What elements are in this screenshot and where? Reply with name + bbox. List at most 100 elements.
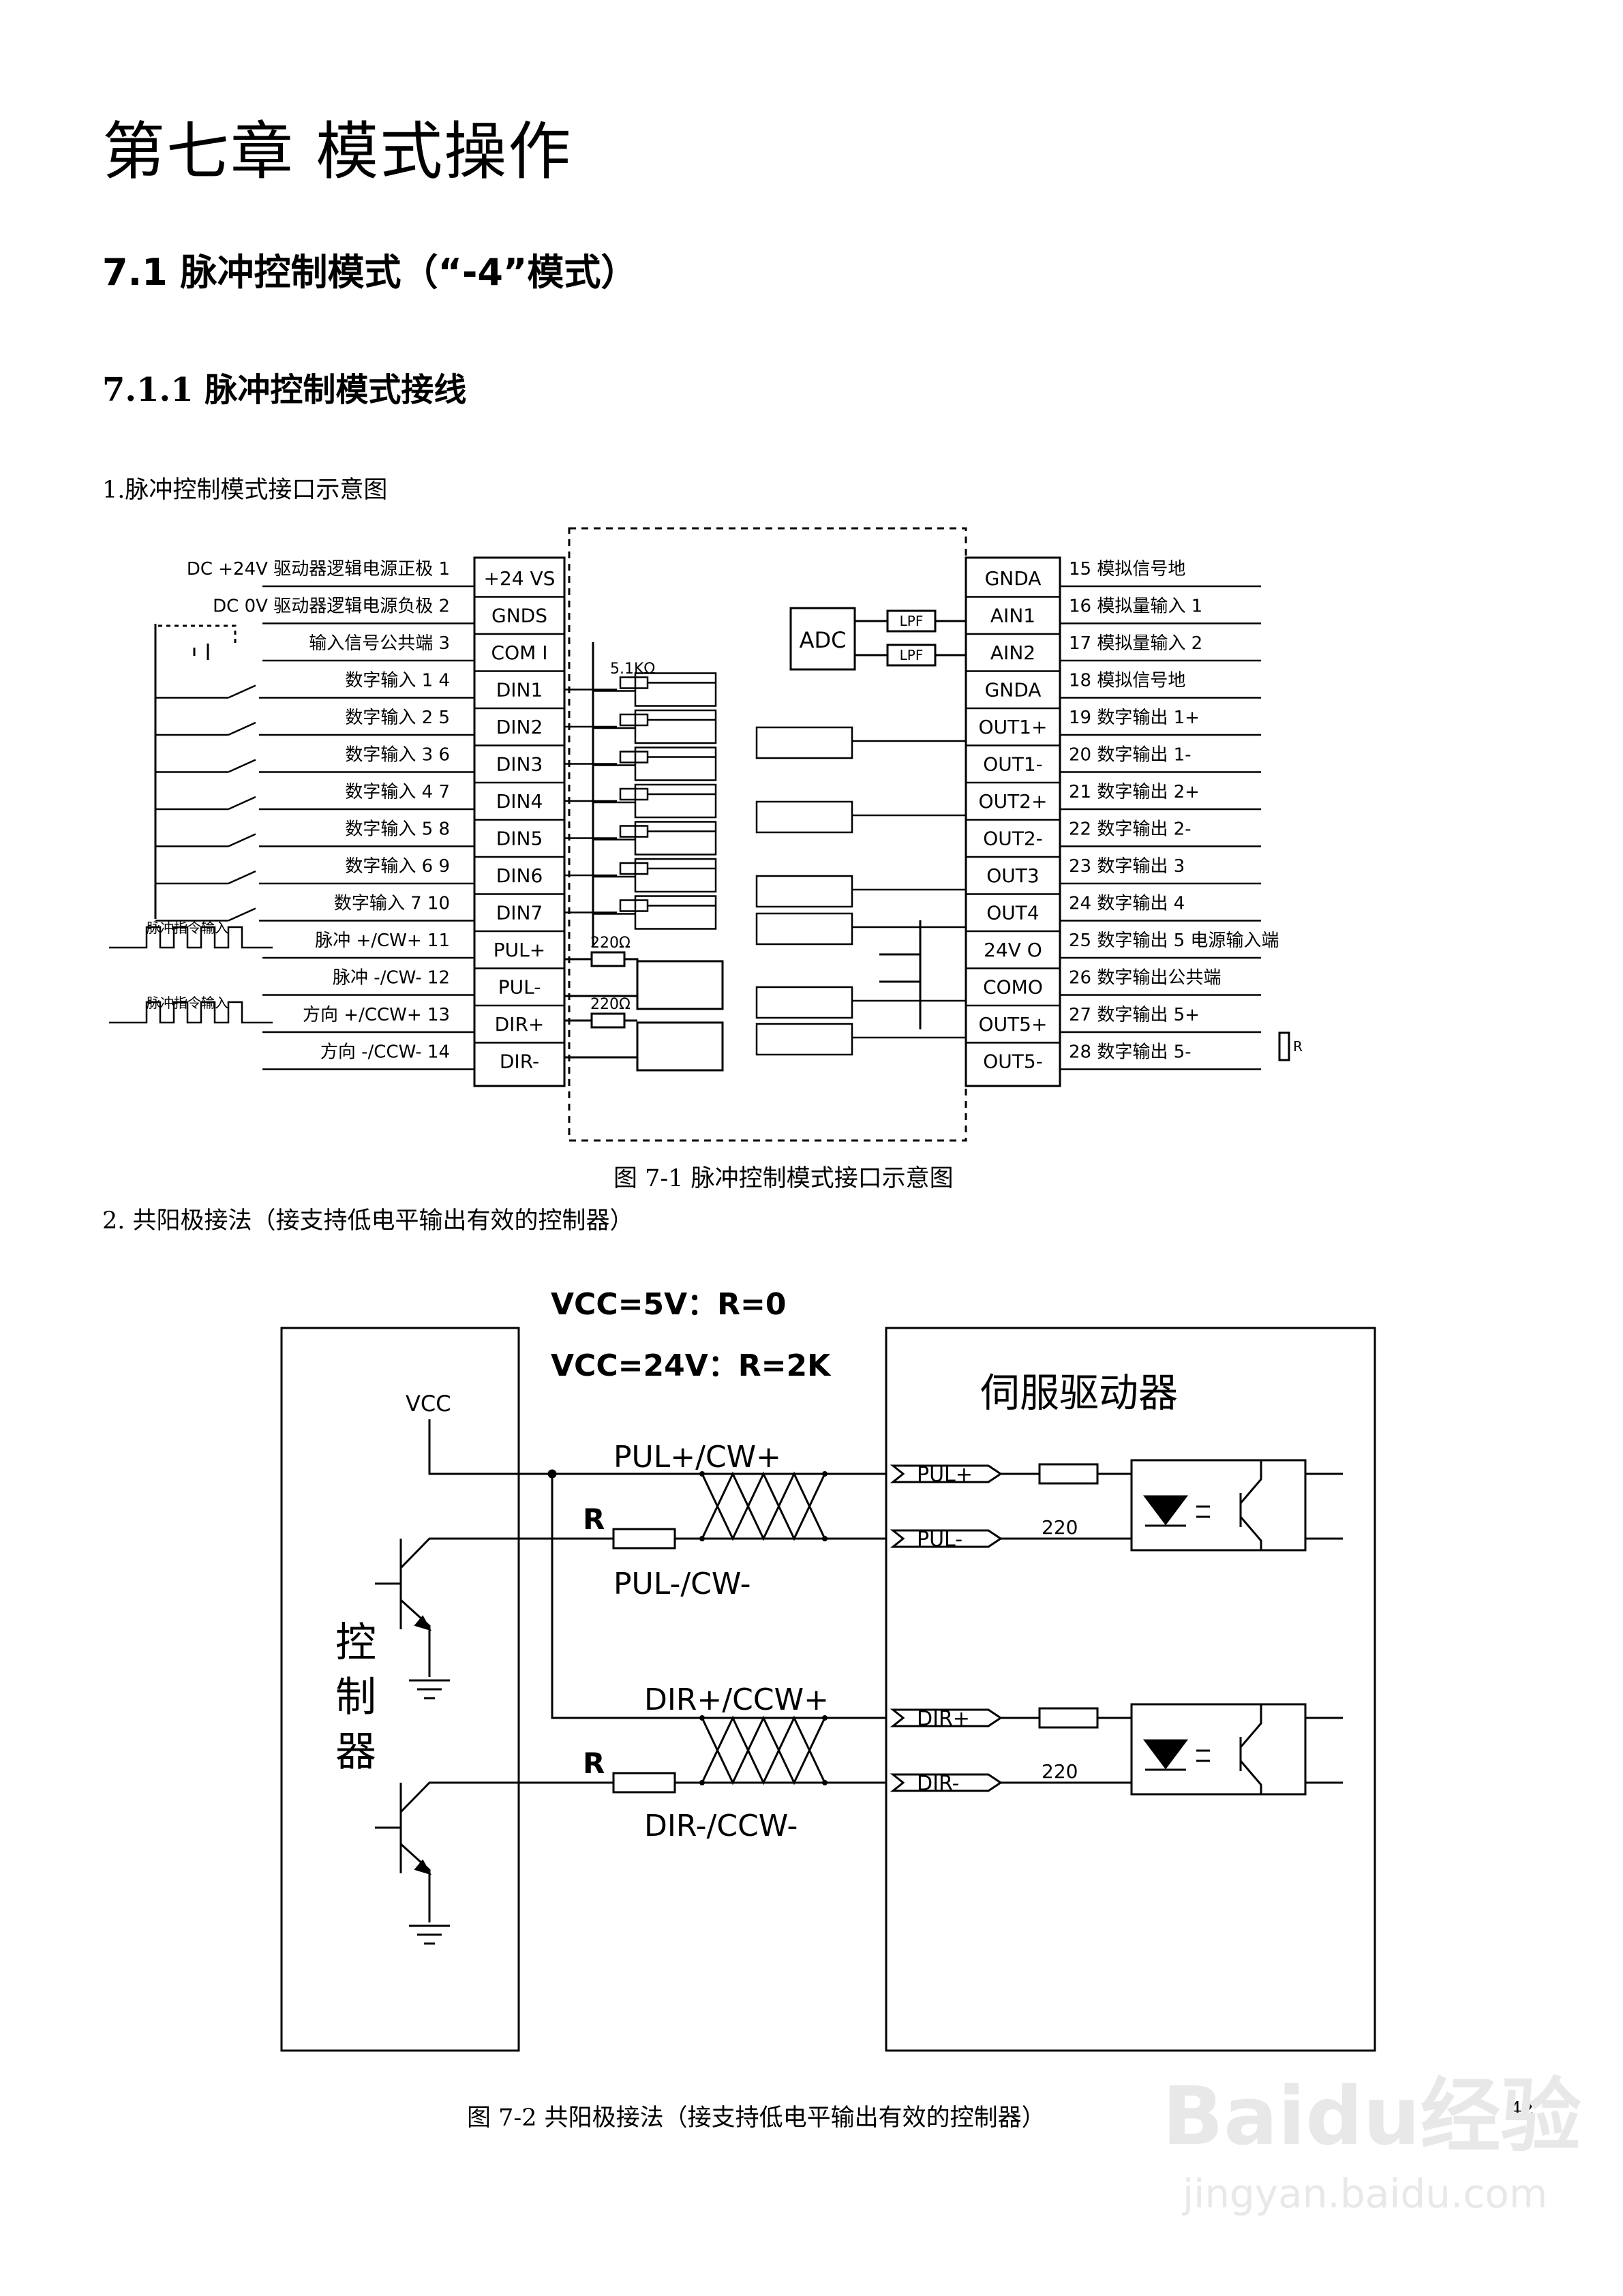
right-terminal-signal: AIN2 bbox=[990, 641, 1035, 664]
input-switch bbox=[155, 796, 262, 811]
left-terminal-signal: DIN4 bbox=[496, 790, 543, 813]
left-terminal-signal: COM I bbox=[491, 641, 548, 664]
output-optocoupler bbox=[755, 986, 853, 1019]
watermark-brand: Baidu经验 bbox=[1162, 2069, 1581, 2163]
right-pin-label: 23 数字输出 3 bbox=[1069, 856, 1185, 877]
right-terminal-signal: OUT1+ bbox=[979, 716, 1048, 738]
lpf-label-1: LPF bbox=[900, 613, 924, 629]
left-terminal-signal: DIN5 bbox=[496, 828, 543, 850]
left-pin-label: DC +24V 驱动器逻辑电源正极 1 bbox=[187, 559, 450, 579]
lpf-label-2: LPF bbox=[900, 647, 924, 663]
right-terminal-signal: OUT3 bbox=[986, 864, 1039, 887]
left-pin-label: 脉冲 -/CW- 12 bbox=[333, 968, 450, 988]
pul-pos-wire-label: PUL+/CW+ bbox=[613, 1440, 781, 1475]
resistor-220-dir-label: 220 bbox=[1042, 1760, 1078, 1783]
right-terminal-block bbox=[965, 556, 1061, 1087]
right-pin-label: 19 数字输出 1+ bbox=[1069, 708, 1200, 728]
left-terminal-signal: PUL- bbox=[498, 976, 541, 999]
input-optocoupler bbox=[634, 858, 717, 893]
left-pin-label: 数字输入 5 8 bbox=[345, 819, 450, 840]
output-optocoupler bbox=[755, 726, 853, 759]
right-terminal-signal: GNDA bbox=[985, 679, 1042, 701]
optocoupler-pul bbox=[1130, 1459, 1307, 1552]
left-pin-label: 数字输入 7 10 bbox=[334, 894, 450, 914]
right-pin-label: 17 模拟量输入 2 bbox=[1069, 633, 1202, 654]
input-opto-link bbox=[593, 830, 716, 841]
left-terminal-signal: DIN7 bbox=[496, 902, 543, 924]
left-terminal-signal: DIN1 bbox=[496, 679, 543, 701]
resistor-220-pul-label: 220 bbox=[1042, 1516, 1078, 1539]
right-pin-label: 15 模拟信号地 bbox=[1069, 559, 1185, 579]
right-terminal-signal: OUT2+ bbox=[979, 790, 1048, 813]
section-title: 7.1 脉冲控制模式（“-4”模式） bbox=[102, 251, 638, 294]
output-optocoupler bbox=[755, 875, 853, 908]
resistor-220-label-dir: 220Ω bbox=[590, 996, 631, 1013]
pulse-waveform bbox=[109, 926, 273, 949]
left-terminal-signal: DIN3 bbox=[496, 753, 543, 776]
left-pin-label: DC 0V 驱动器逻辑电源负极 2 bbox=[213, 596, 450, 617]
watermark-url: jingyan.baidu.com bbox=[1181, 2171, 1547, 2217]
direction-input-label: 脉冲指令输入 bbox=[147, 995, 228, 1011]
opto-dir bbox=[636, 1021, 724, 1072]
input-opto-link bbox=[593, 719, 716, 729]
pulse-input-label: 脉冲指令输入 bbox=[147, 920, 228, 936]
right-pin-label: 20 数字输出 1- bbox=[1069, 745, 1192, 766]
dir-neg-wire-label: DIR-/CCW- bbox=[644, 1809, 798, 1843]
right-terminal-signal: OUT2- bbox=[983, 828, 1043, 850]
adc-box bbox=[789, 607, 856, 671]
left-pin-label: 方向 +/CCW+ 13 bbox=[303, 1005, 450, 1025]
input-opto-link bbox=[593, 682, 716, 692]
pin-dir-neg bbox=[890, 1773, 1003, 1792]
load-resistor bbox=[1278, 1031, 1290, 1061]
input-switch bbox=[155, 833, 262, 847]
right-pin-label: 26 数字输出公共端 bbox=[1069, 968, 1221, 988]
left-terminal-signal: DIN2 bbox=[496, 716, 543, 738]
right-pin-label: 28 数字输出 5- bbox=[1069, 1042, 1192, 1063]
vcc-wire bbox=[428, 1419, 886, 1475]
load-resistor-label: R bbox=[1293, 1038, 1303, 1055]
right-terminal-signal: AIN1 bbox=[990, 605, 1035, 627]
right-terminal-signal: OUT5+ bbox=[979, 1013, 1048, 1036]
right-pin-label: 16 模拟量输入 1 bbox=[1069, 596, 1202, 617]
left-terminal-block bbox=[473, 556, 566, 1087]
input-optocoupler bbox=[634, 746, 717, 781]
right-terminal-signal: 24V O bbox=[984, 939, 1042, 961]
pin-dir-pos bbox=[890, 1708, 1003, 1727]
input-switch bbox=[155, 907, 262, 922]
left-terminal-signal: DIR+ bbox=[495, 1013, 545, 1036]
left-pin-label: 输入信号公共端 3 bbox=[309, 633, 450, 654]
servo-driver-label: 伺服驱动器 bbox=[980, 1370, 1178, 1416]
left-pin-label: 数字输入 4 7 bbox=[345, 782, 450, 802]
left-pin-label: 数字输入 3 6 bbox=[345, 745, 450, 766]
left-pin-label: 数字输入 6 9 bbox=[345, 856, 450, 877]
pin-dir-neg-label: DIR- bbox=[917, 1772, 959, 1796]
controller-label: 控制器 bbox=[335, 1619, 376, 1776]
input-switch bbox=[155, 721, 262, 736]
vcc-note-1: VCC=5V：R=0 bbox=[551, 1287, 787, 1322]
direction-waveform bbox=[109, 1001, 273, 1024]
adc-label: ADC bbox=[800, 627, 847, 653]
figure1-caption: 图 7-1 脉冲控制模式接口示意图 bbox=[613, 1165, 954, 1192]
left-terminal-signal: DIN6 bbox=[496, 864, 543, 887]
twisted-pair-pul bbox=[701, 1471, 826, 1541]
r-label-pul: R bbox=[583, 1502, 605, 1536]
right-terminal-signal: OUT4 bbox=[986, 902, 1039, 924]
figure1-intro: 1.脉冲控制模式接口示意图 bbox=[102, 477, 388, 504]
figure2-intro: 2. 共阳极接法（接支持低电平输出有效的控制器） bbox=[102, 1207, 634, 1235]
output-optocoupler bbox=[755, 800, 853, 834]
right-terminal-signal: GNDA bbox=[985, 567, 1042, 590]
figure2-caption: 图 7-2 共阳极接法（接支持低电平输出有效的控制器） bbox=[467, 2104, 1046, 2132]
left-pin-label: 方向 -/CCW- 14 bbox=[320, 1042, 450, 1063]
controller-box bbox=[280, 1327, 520, 2052]
vcc-label: VCC bbox=[406, 1391, 451, 1417]
resistor-220-pul-internal bbox=[1038, 1463, 1099, 1485]
right-pin-label: 21 数字输出 2+ bbox=[1069, 782, 1200, 802]
pul-neg-wire-label: PUL-/CW- bbox=[613, 1567, 751, 1601]
left-terminal-signal: PUL+ bbox=[494, 939, 545, 961]
right-pin-label: 18 模拟信号地 bbox=[1069, 671, 1185, 691]
pin-pul-neg-label: PUL- bbox=[917, 1528, 962, 1552]
page-number: 42 bbox=[1510, 2098, 1534, 2120]
